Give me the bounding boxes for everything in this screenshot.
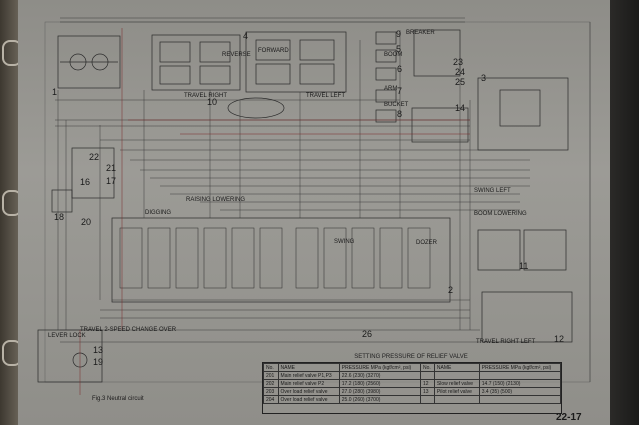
table-cell xyxy=(478,395,562,404)
swing-motor-unit xyxy=(477,77,569,151)
label-boom-lowering: BOOM LOWERING xyxy=(474,211,527,217)
figure-caption: Fig.3 Neutral circuit xyxy=(92,396,144,402)
travel-right-valve xyxy=(151,34,241,91)
relief-table-title: SETTING PRESSURE OF RELIEF VALVE xyxy=(354,354,468,360)
label-swing-left: SWING LEFT xyxy=(474,188,511,194)
label-lever-lock: LEVER LOCK xyxy=(48,333,86,339)
table-header-row: No. NAME PRESSURE MPa (kgf/cm², psi) No.… xyxy=(263,363,562,372)
label-boom: BOOM xyxy=(384,52,403,58)
label-travel-2speed: TRAVEL 2-SPEED CHANGE OVER xyxy=(80,327,177,333)
header-no: No. xyxy=(419,363,435,372)
table-cell: 12 xyxy=(419,379,435,388)
callout-5: 5 xyxy=(396,44,402,54)
label-breaker: BREAKER xyxy=(406,30,435,36)
table-cell: 22.6 (230) (3270) xyxy=(338,371,421,380)
callout-16: 16 xyxy=(80,177,91,187)
callout-26: 26 xyxy=(362,329,373,339)
header-no: No. xyxy=(263,363,279,372)
header-pressure: PRESSURE MPa (kgf/cm², psi) xyxy=(338,363,421,372)
callout-3: 3 xyxy=(481,73,487,83)
header-name: NAME xyxy=(277,363,340,372)
table-cell: 204 xyxy=(263,395,279,404)
callout-10: 10 xyxy=(207,97,218,107)
label-forward: FORWARD xyxy=(258,48,289,54)
table-cell: 3.4 (35) (500) xyxy=(478,387,562,396)
table-cell xyxy=(419,371,435,380)
callout-1: 1 xyxy=(52,87,58,97)
callout-7: 7 xyxy=(397,86,403,96)
main-control-valve xyxy=(111,217,451,303)
table-row: 203 Over load relief valve 27.0 (280) (3… xyxy=(263,387,562,396)
table-cell xyxy=(478,371,562,380)
callout-13: 13 xyxy=(93,345,104,355)
travel-motor-unit xyxy=(481,291,573,343)
callout-6: 6 xyxy=(397,64,403,74)
label-travel-right-left: TRAVEL RIGHT LEFT xyxy=(476,339,536,345)
table-cell: Over load relief valve xyxy=(277,387,340,396)
label-raising-lowering: RAISING LOWERING xyxy=(186,197,246,203)
callout-12: 12 xyxy=(554,334,565,344)
callout-9: 9 xyxy=(396,29,402,39)
table-cell xyxy=(433,395,480,404)
label-reverse: REVERSE xyxy=(222,52,251,58)
table-cell xyxy=(433,371,480,380)
table-cell xyxy=(419,395,435,404)
callout-21: 21 xyxy=(106,163,117,173)
table-cell: Main relief valve P1,P3 xyxy=(277,371,340,380)
table-cell: Over load relief valve xyxy=(277,395,340,404)
page-number: 22-17 xyxy=(556,412,582,423)
table-cell: 14.7 (150) (2130) xyxy=(478,379,562,388)
pump-unit-box xyxy=(57,35,121,89)
table-row: 201 Main relief valve P1,P3 22.6 (230) (… xyxy=(263,371,562,380)
label-arm: ARM xyxy=(384,86,398,92)
label-dozer: DOZER xyxy=(416,240,437,246)
callout-24: 24 xyxy=(455,67,466,77)
table-cell: Main relief valve P2 xyxy=(277,379,340,388)
relief-valve-table: No. NAME PRESSURE MPa (kgf/cm², psi) No.… xyxy=(262,362,562,414)
label-travel-right: TRAVEL RIGHT xyxy=(184,93,228,99)
table-cell: 202 xyxy=(263,379,279,388)
table-row: 202 Main relief valve P2 17.2 (180) (256… xyxy=(263,379,562,388)
label-bucket: BUCKET xyxy=(384,102,409,108)
table-cell: 203 xyxy=(263,387,279,396)
table-cell: 27.0 (280) (3980) xyxy=(338,387,421,396)
callout-2: 2 xyxy=(448,285,454,295)
table-cell: 13 xyxy=(419,387,435,396)
table-cell: 201 xyxy=(263,371,279,380)
header-pressure: PRESSURE MPa (kgf/cm², psi) xyxy=(478,363,562,372)
table-cell: Slow relief valve xyxy=(433,379,480,388)
accumulator-10 xyxy=(227,97,285,119)
callout-11: 11 xyxy=(519,261,529,271)
callout-8: 8 xyxy=(397,109,403,119)
callout-20: 20 xyxy=(81,217,92,227)
travel-left-valve xyxy=(245,31,347,93)
callout-17: 17 xyxy=(106,176,117,186)
table-cell: Pilot relief valve xyxy=(433,387,480,396)
schematic-sheet xyxy=(18,0,610,425)
table-row: 204 Over load relief valve 25.0 (260) (3… xyxy=(263,395,562,404)
label-digging: DIGGING xyxy=(145,210,172,216)
callout-14: 14 xyxy=(455,103,466,113)
callout-18: 18 xyxy=(54,212,65,222)
label-swing: SWING xyxy=(334,239,355,245)
callout-23: 23 xyxy=(453,57,464,67)
table-cell: 25.0 (260) (3700) xyxy=(338,395,421,404)
table-cell: 17.2 (180) (2560) xyxy=(338,379,421,388)
callout-25: 25 xyxy=(455,77,466,87)
label-travel-left: TRAVEL LEFT xyxy=(306,93,346,99)
header-name: NAME xyxy=(433,363,480,372)
callout-19: 19 xyxy=(93,357,104,367)
callout-22: 22 xyxy=(89,152,100,162)
callout-4: 4 xyxy=(243,31,249,41)
